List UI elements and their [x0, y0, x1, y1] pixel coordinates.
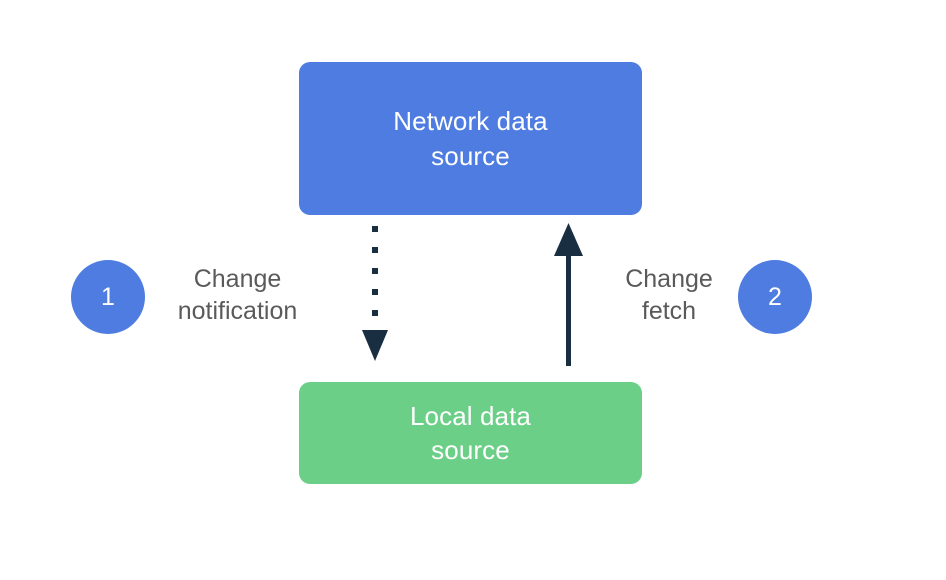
node-network-data-source: Network data source [299, 62, 642, 215]
step-badge-2-value: 2 [768, 282, 782, 311]
edge-label-change-fetch: Change fetch [625, 265, 713, 325]
step-badge-2: 2 [738, 260, 812, 334]
node-local-data-source: Local data source [299, 382, 642, 484]
step-badge-1-value: 1 [101, 282, 115, 311]
arrow-change-fetch-up-icon [554, 223, 583, 366]
arrow-change-notification-down-icon [362, 226, 388, 361]
node-local-data-source-label: Local data source [410, 400, 531, 465]
step-badge-1: 1 [71, 260, 145, 334]
node-network-data-source-label: Network data source [393, 106, 548, 171]
edge-label-change-notification: Change notification [177, 265, 298, 325]
